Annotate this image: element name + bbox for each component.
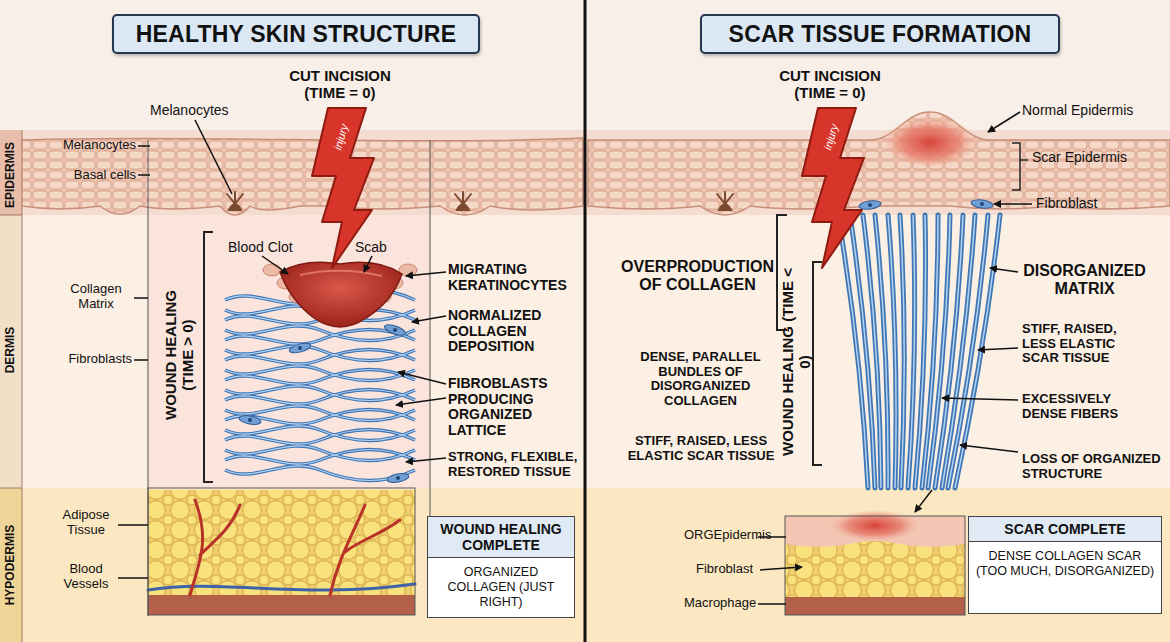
part-label: Fibroblasts — [40, 352, 132, 367]
heading-text: SCAR TISSUE FORMATION — [729, 21, 1032, 48]
callout-text: NORMALIZED COLLAGEN DEPOSITION — [448, 308, 578, 355]
part-label: Fibroblast — [696, 562, 766, 577]
callout-text: LOSS OF ORGANIZED STRUCTURE — [1022, 452, 1162, 481]
part-label: Basal cells — [24, 168, 136, 183]
part-label: ORGEpidermis — [684, 528, 764, 543]
part-label: Blood Vessels — [54, 562, 118, 591]
part-label: Scab — [355, 240, 415, 256]
heading-text: WOUND HEALING COMPLETE — [428, 517, 574, 558]
part-label: Fibroblast — [1036, 196, 1146, 212]
part-label: Scar Epidermis — [1032, 150, 1162, 166]
summary-box: WOUND HEALING COMPLETEORGANIZED COLLAGEN… — [427, 516, 575, 618]
callout-text: MIGRATING KERATINOCYTES — [448, 262, 583, 293]
callout-text: DENSE, PARALLEL BUNDLES OF DISORGANIZED … — [628, 350, 773, 408]
bracket-label: WOUND HEALING (TIME < 0) — [780, 267, 814, 457]
body-text: ORGANIZED COLLAGEN (JUST RIGHT) — [428, 558, 574, 617]
part-label: Melanocytes — [150, 103, 250, 119]
layer-label: EPIDERMIS — [4, 135, 17, 215]
callout-text: DISORGANIZED MATRIX — [1012, 262, 1157, 298]
summary-box: SCAR COMPLETEDENSE COLLAGEN SCAR (TOO MU… — [968, 516, 1162, 614]
part-label: Normal Epidermis — [1022, 103, 1162, 119]
bracket-label: WOUND HEALING (TIME > 0) — [163, 270, 197, 440]
part-label: Macrophage — [684, 596, 764, 611]
heading-text: HEALTHY SKIN STRUCTURE — [136, 21, 456, 48]
part-label: Adipose Tissue — [54, 508, 118, 537]
part-label: Blood Clot — [228, 240, 308, 256]
layer-label: DERMIS — [4, 300, 17, 400]
part-label: Collagen Matrix — [58, 282, 134, 311]
callout-text: CUT INCISION (TIME = 0) — [765, 68, 895, 102]
callout-text: EXCESSIVELY DENSE FIBERS — [1022, 392, 1152, 421]
callout-text: STRONG, FLEXIBLE, RESTORED TISSUE — [448, 450, 583, 479]
callout-text: STIFF, RAISED, LESS ELASTIC SCAR TISSUE — [1022, 322, 1152, 366]
callout-text: STIFF, RAISED, LESS ELASTIC SCAR TISSUE — [626, 434, 776, 463]
callout-text: FIBROBLASTS PRODUCING ORGANIZED LATTICE — [448, 376, 583, 439]
title-banner: HEALTHY SKIN STRUCTURE — [112, 14, 480, 54]
body-text: DENSE COLLAGEN SCAR (TOO MUCH, DISORGANI… — [969, 542, 1161, 586]
heading-text: SCAR COMPLETE — [969, 517, 1161, 542]
callout-text: OVERPRODUCTION OF COLLAGEN — [620, 258, 775, 294]
callout-text: CUT INCISION (TIME = 0) — [275, 68, 405, 102]
part-label: Melanocytes — [24, 138, 136, 153]
layer-label: HYPODERMIS — [4, 510, 17, 620]
title-banner: SCAR TISSUE FORMATION — [700, 14, 1060, 54]
